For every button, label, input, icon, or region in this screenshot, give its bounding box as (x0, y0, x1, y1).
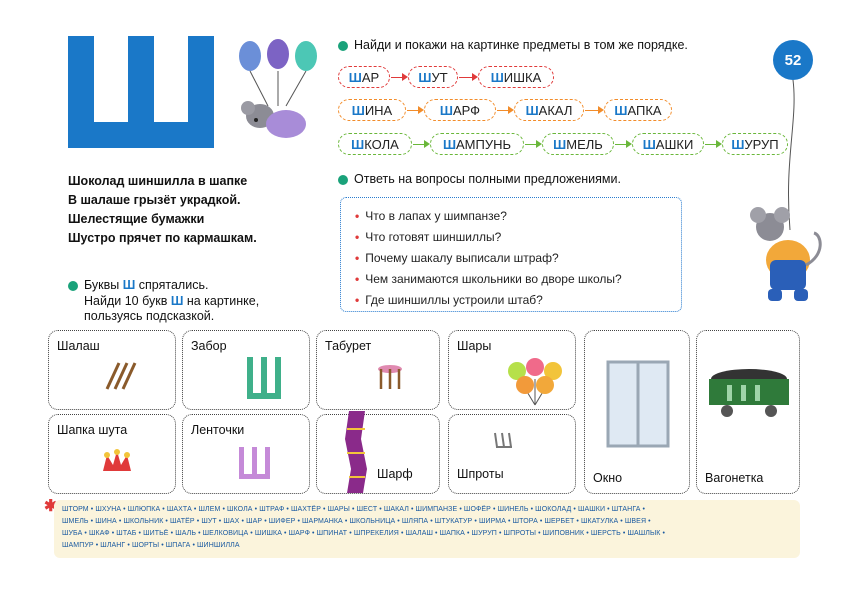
question-item: •Почему шакалу выписали штраф? (355, 251, 559, 265)
big-letter-sha (68, 36, 214, 148)
arrow-icon (391, 73, 408, 81)
balloons-icon (508, 358, 562, 406)
arrow-icon (525, 140, 542, 148)
card-shproty: Шпроты (448, 414, 576, 494)
hidden-letters-instruction: Буквы Ш спрятались. Найди 10 букв Ш на к… (68, 278, 259, 325)
arrow-icon (615, 140, 632, 148)
poem-line: Шелестящие бумажки (68, 212, 205, 226)
wagon-icon (709, 369, 789, 417)
question-item: •Где шиншиллы устроили штаб? (355, 293, 543, 307)
hint-line: ШАМПУР • ШЛАНГ • ШОРТЫ • ШПАГА • ШИНШИЛЛ… (62, 542, 240, 549)
page-number-badge: 52 (773, 40, 813, 80)
question-item: •Чем занимаются школьники во дворе школы… (355, 272, 622, 286)
card-zabor: Забор (182, 330, 310, 410)
question-item: •Что готовят шиншиллы? (355, 230, 502, 244)
bullet-icon (68, 280, 78, 291)
window-icon (606, 360, 670, 448)
poem-line: В шалаше грызёт украдкой. (68, 193, 241, 207)
hint-line: ШМЕЛЬ • ШИНА • ШКОЛЬНИК • ШАТЁР • ШУТ • … (62, 518, 651, 525)
card-shary: Шары (448, 330, 576, 410)
card-vagonetka: Вагонетка (696, 330, 800, 494)
poem-line: Шустро прячет по кармашкам. (68, 231, 257, 245)
card-taburet: Табурет (316, 330, 440, 410)
instruction-text: Найди и покажи на картинке предметы в то… (354, 38, 688, 52)
questions-box: •Что в лапах у шимпанзе? •Что готовят ши… (340, 197, 682, 312)
arrow-icon (705, 140, 722, 148)
sprats-icon (494, 432, 512, 448)
instruction-find: Найди и покажи на картинке предметы в то… (338, 38, 688, 52)
instruction-answer: Ответь на вопросы полными предложениями. (338, 172, 621, 186)
poem: Шоколад шиншилла в шапке В шалаше грызёт… (68, 172, 257, 248)
hint-line: ШУБА • ШКАФ • ШТАБ • ШИТЬЁ • ШАЛЬ • ШЕЛК… (62, 530, 666, 537)
arrow-icon (497, 106, 514, 114)
instruction-text: Ответь на вопросы полными предложениями. (354, 172, 621, 186)
ribbons-icon (239, 447, 270, 479)
bullet-icon (338, 40, 348, 51)
card-shapka-shuta: Шапка шута (48, 414, 176, 494)
question-item: •Что в лапах у шимпанзе? (355, 209, 507, 223)
jester-hat-icon (103, 449, 131, 471)
arrow-icon (413, 140, 430, 148)
page-number: 52 (784, 51, 802, 69)
hint-line: ШТОРМ • ШХУНА • ШЛЮПКА • ШАХТА • ШЛЕМ • … (62, 506, 646, 513)
zabor-icon (247, 357, 281, 399)
shalash-icon (105, 362, 137, 390)
card-okno: Окно (584, 330, 690, 494)
bullet-icon (338, 174, 348, 185)
poem-line: Шоколад шиншилла в шапке (68, 174, 248, 188)
card-shalash: Шалаш (48, 330, 176, 410)
arrow-icon (407, 106, 424, 114)
scarf-icon (345, 411, 367, 493)
mouse-with-balloons-illustration (239, 39, 317, 138)
arrow-icon (459, 73, 478, 81)
card-sharf: Шарф (316, 411, 440, 494)
taburet-icon (378, 365, 402, 389)
hint-word-list: ШТОРМ • ШХУНА • ШЛЮПКА • ШАХТА • ШЛЕМ • … (54, 500, 800, 558)
card-lentochki: Ленточки (182, 414, 310, 494)
badge-string (788, 80, 795, 231)
arrow-icon (585, 106, 604, 114)
mouse-illustration (750, 207, 822, 301)
